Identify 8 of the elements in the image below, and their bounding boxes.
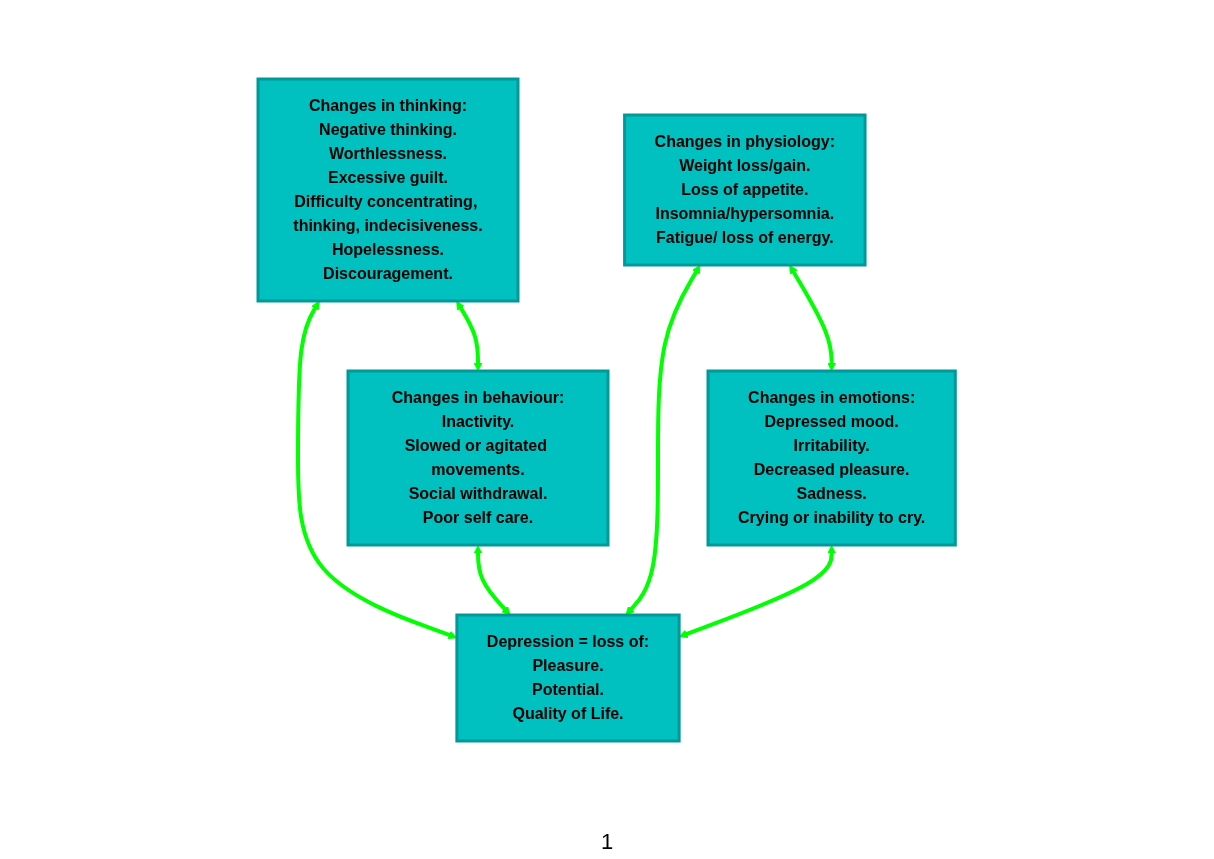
arrow: [679, 545, 837, 639]
node-box: Changes in emotions: Depressed mood. Irritability. Decreased pleasure. Sadness. Crying or inability to cry.: [706, 369, 958, 547]
node-box: Changes in thinking: Negative thinking. Worthlessness. Excessive guilt. Difficulty concentrating, thinking, indecisiveness. Hopelessness. Discouragement.: [256, 77, 520, 303]
node-box: Changes in physiology: Weight loss/gain. Loss of appetite. Insomnia/hypersomnia. Fatigue/ loss of energy.: [623, 113, 867, 267]
node-box: Changes in behaviour: Inactivity. Slowed or agitated movements. Social withdrawal. Poor self care.: [346, 369, 610, 547]
page-number: 1: [600, 829, 614, 854]
node-box: Depression = loss of: Pleasure. Potential. Quality of Life.: [455, 613, 681, 743]
arrow: [473, 545, 511, 616]
